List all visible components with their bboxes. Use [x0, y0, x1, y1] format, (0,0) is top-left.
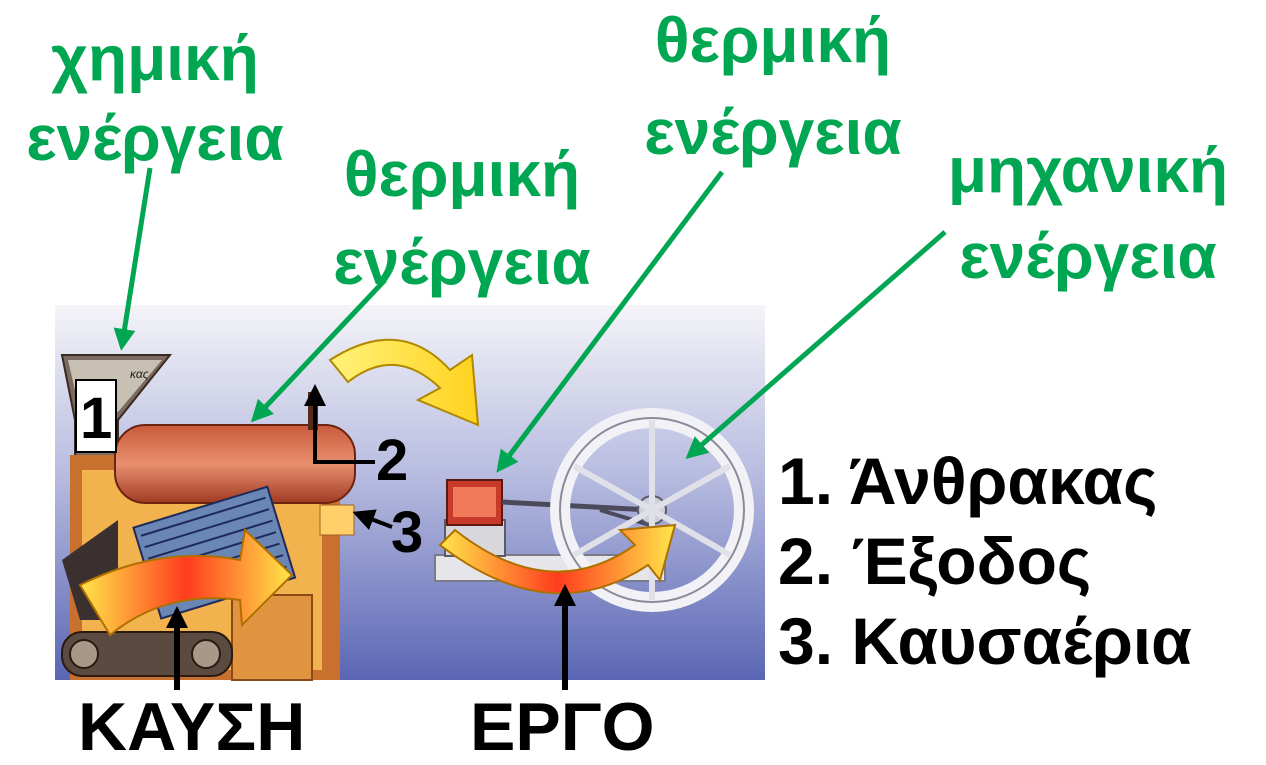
- piston-rod: [501, 499, 651, 513]
- work-arrow: [438, 523, 677, 595]
- combustion-arrow: [78, 527, 294, 637]
- label-chemical-line1: χημική: [51, 22, 259, 94]
- legend: 1. Άνθρακας 2. Έξοδος 3. Καυσαέρια: [778, 448, 1192, 688]
- pointer-mechanical: [685, 230, 947, 459]
- label-thermal-energy-boiler: θερμική ενέργεια: [312, 142, 612, 294]
- legend-item-exhaust: 3. Καυσαέρια: [778, 604, 1192, 678]
- marker-1: 1: [80, 386, 113, 451]
- hopper-label: κας: [130, 367, 149, 381]
- marker-2: 2: [376, 428, 409, 493]
- label-thermal-boiler-line2: ενέργεια: [333, 226, 591, 298]
- label-chemical-line2: ενέργεια: [26, 102, 284, 174]
- legend-item-coal: 1. Άνθρακας: [778, 444, 1158, 518]
- label-work: ΕΡΓΟ: [470, 689, 655, 765]
- pointer-3: [352, 509, 393, 530]
- engine-cylinder: [446, 479, 503, 526]
- label-mechanical-line1: μηχανική: [947, 134, 1229, 206]
- marker-3: 3: [391, 500, 424, 565]
- label-thermal-engine-line2: ενέργεια: [644, 96, 902, 168]
- pointer-2: [304, 384, 375, 464]
- marker-box-1: [75, 379, 117, 453]
- pointer-chemical: [113, 167, 153, 351]
- label-mechanical-energy: μηχανική ενέργεια: [918, 138, 1258, 288]
- label-thermal-energy-engine: θερμική ενέργεια: [618, 8, 928, 164]
- label-mechanical-line2: ενέργεια: [959, 220, 1217, 292]
- transfer-arrow: [328, 338, 480, 427]
- connecting-rod: [599, 508, 651, 527]
- label-thermal-engine-line1: θερμική: [654, 4, 892, 76]
- legend-item-exit: 2. Έξοδος: [778, 524, 1092, 598]
- label-combustion: ΚΑΥΣΗ: [78, 689, 306, 765]
- pointer-thermal-engine: [496, 170, 724, 473]
- label-thermal-boiler-line1: θερμική: [343, 138, 581, 210]
- pointer-thermal-boiler: [250, 278, 387, 423]
- label-chemical-energy: χημική ενέργεια: [5, 26, 305, 170]
- flywheel: [550, 408, 754, 612]
- grate-conveyor: [61, 631, 233, 677]
